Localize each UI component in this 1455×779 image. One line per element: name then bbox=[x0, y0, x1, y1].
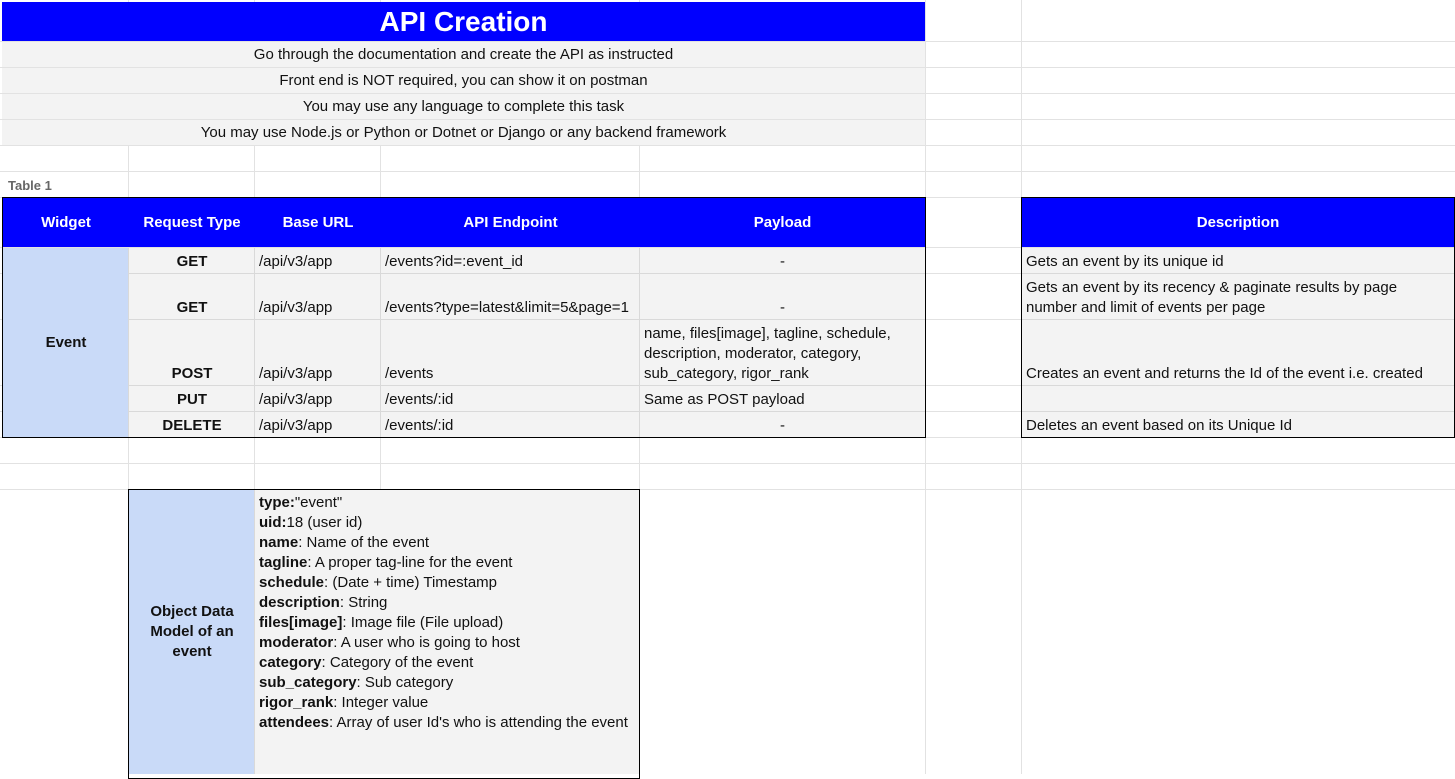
page-title[interactable]: API Creation bbox=[2, 2, 925, 41]
api-endpoint-cell[interactable]: /events bbox=[381, 320, 640, 385]
model-field: sub_category: Sub category bbox=[259, 674, 454, 691]
instruction-note[interactable]: You may use Node.js or Python or Dotnet … bbox=[2, 120, 925, 145]
request-type-cell[interactable]: POST bbox=[129, 320, 255, 385]
description-cell[interactable] bbox=[1022, 386, 1454, 411]
object-model-fields[interactable]: type:"event" uid:18 (user id) name: Name… bbox=[255, 490, 639, 774]
base-url-cell[interactable]: /api/v3/app bbox=[255, 248, 381, 273]
base-url-cell[interactable]: /api/v3/app bbox=[255, 320, 381, 385]
payload-cell[interactable]: - bbox=[640, 274, 925, 319]
widget-event-cell[interactable]: Event bbox=[3, 248, 129, 437]
model-field: attendees: Array of user Id's who is att… bbox=[259, 714, 628, 731]
description-cell[interactable]: Gets an event by its unique id bbox=[1022, 248, 1454, 273]
payload-cell[interactable]: - bbox=[640, 248, 925, 273]
base-url-cell[interactable]: /api/v3/app bbox=[255, 386, 381, 411]
request-type-cell[interactable]: GET bbox=[129, 274, 255, 319]
header-request-type[interactable]: Request Type bbox=[129, 198, 255, 247]
header-api-endpoint[interactable]: API Endpoint bbox=[381, 198, 640, 247]
object-model-label[interactable]: Object Data Model of an event bbox=[129, 490, 255, 774]
request-type-cell[interactable]: DELETE bbox=[129, 412, 255, 437]
model-field: type:"event" bbox=[259, 494, 343, 511]
payload-cell[interactable]: name, files[image], tagline, schedule, d… bbox=[640, 320, 925, 385]
model-field: name: Name of the event bbox=[259, 534, 430, 551]
payload-cell[interactable]: Same as POST payload bbox=[640, 386, 925, 411]
api-endpoint-cell[interactable]: /events/:id bbox=[381, 412, 640, 437]
table-label: Table 1 bbox=[8, 178, 52, 193]
description-cell[interactable]: Creates an event and returns the Id of t… bbox=[1022, 320, 1454, 385]
model-field: rigor_rank: Integer value bbox=[259, 694, 429, 711]
request-type-cell[interactable]: GET bbox=[129, 248, 255, 273]
header-widget[interactable]: Widget bbox=[3, 198, 129, 247]
api-endpoint-cell[interactable]: /events/:id bbox=[381, 386, 640, 411]
model-field: schedule: (Date + time) Timestamp bbox=[259, 574, 497, 591]
payload-cell[interactable]: - bbox=[640, 412, 925, 437]
header-description[interactable]: Description bbox=[1022, 198, 1454, 247]
header-payload[interactable]: Payload bbox=[640, 198, 925, 247]
instruction-note[interactable]: Front end is NOT required, you can show … bbox=[2, 68, 925, 93]
base-url-cell[interactable]: /api/v3/app bbox=[255, 274, 381, 319]
model-field: uid:18 (user id) bbox=[259, 514, 363, 531]
instruction-note[interactable]: Go through the documentation and create … bbox=[2, 42, 925, 67]
api-endpoint-cell[interactable]: /events?id=:event_id bbox=[381, 248, 640, 273]
model-field: tagline: A proper tag-line for the event bbox=[259, 554, 513, 571]
model-field: description: String bbox=[259, 594, 388, 611]
api-endpoint-cell[interactable]: /events?type=latest&limit=5&page=1 bbox=[381, 274, 640, 319]
base-url-cell[interactable]: /api/v3/app bbox=[255, 412, 381, 437]
model-field: moderator: A user who is going to host bbox=[259, 634, 520, 651]
model-field: category: Category of the event bbox=[259, 654, 474, 671]
request-type-cell[interactable]: PUT bbox=[129, 386, 255, 411]
model-field: files[image]: Image file (File upload) bbox=[259, 614, 504, 631]
instruction-note[interactable]: You may use any language to complete thi… bbox=[2, 94, 925, 119]
description-cell[interactable]: Deletes an event based on its Unique Id bbox=[1022, 412, 1454, 437]
description-cell[interactable]: Gets an event by its recency & paginate … bbox=[1022, 274, 1454, 319]
header-base-url[interactable]: Base URL bbox=[255, 198, 381, 247]
